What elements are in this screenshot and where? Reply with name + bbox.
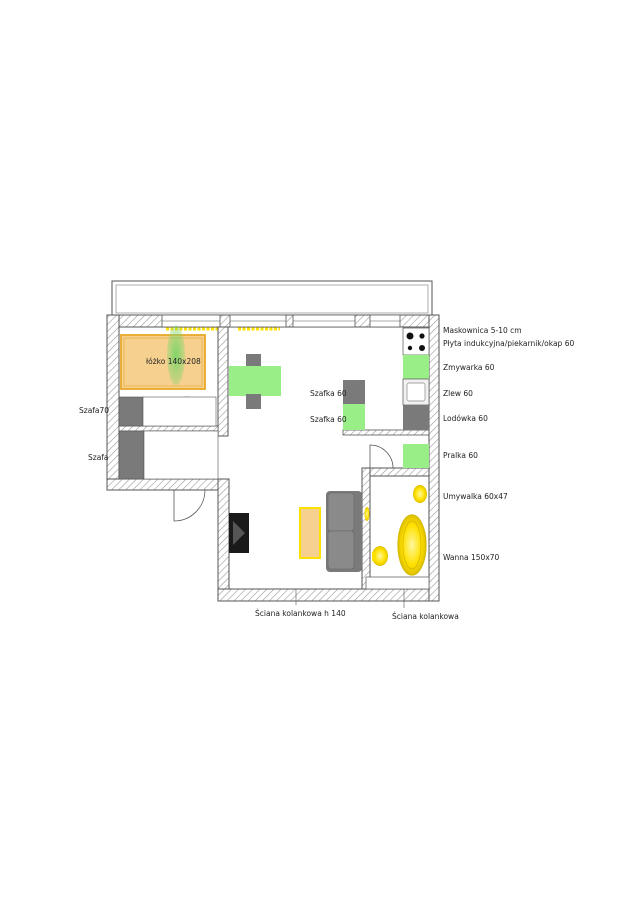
bed: łóżko 140x208 xyxy=(120,325,206,390)
dishwasher-label: Zmywarka 60 xyxy=(443,363,495,372)
top-windows xyxy=(161,314,401,328)
fridge-label: Lodówka 60 xyxy=(443,414,488,423)
cabinet-2-label: Szafka 60 xyxy=(310,415,347,424)
washer-label: Pralka 60 xyxy=(443,451,478,460)
wardrobe-70-label: Szafa70 xyxy=(79,406,109,415)
sink-basin xyxy=(406,382,426,402)
exterior-walls xyxy=(106,314,440,602)
bathroom: Umywalka 60x47 Wanna 150x70 xyxy=(365,485,508,590)
bedroom-wardrobes: Szafa70 Szafa xyxy=(79,396,219,480)
washbasin-label: Umywalka 60x47 xyxy=(443,492,508,501)
burner-icon xyxy=(407,345,413,351)
chair-top xyxy=(246,354,261,368)
burner-icon xyxy=(406,332,414,340)
living-room xyxy=(229,491,370,572)
cabinet-2 xyxy=(343,404,365,430)
washing-machine xyxy=(403,444,429,468)
table xyxy=(229,366,281,396)
toilet-tank xyxy=(372,552,376,561)
balcony xyxy=(111,280,433,316)
burner-icon xyxy=(419,333,425,339)
sofa xyxy=(326,491,362,572)
bathtub xyxy=(397,514,427,576)
coffee-table xyxy=(299,507,321,559)
bathtub-label: Wanna 150x70 xyxy=(443,553,500,562)
fridge xyxy=(403,405,429,430)
kitchen-island: Szafka 60 Szafka 60 xyxy=(310,380,365,430)
cabinet-1-label: Szafka 60 xyxy=(310,389,347,398)
cabinet-1 xyxy=(343,380,365,404)
interior-walls xyxy=(118,326,430,590)
knee-wall-annotations: Ściana kolankowa h 140 Ściana kolankowa xyxy=(255,589,459,621)
washbasin xyxy=(413,485,427,503)
kitchen-appliances: Maskownica 5-10 cm Płyta indukcyjna/piek… xyxy=(402,326,574,468)
sink-label: Zlew 60 xyxy=(443,389,473,398)
lamp-icon xyxy=(364,507,370,521)
fireplace-flame-icon xyxy=(233,521,245,545)
knee-wall-main-label: Ściana kolankowa h 140 xyxy=(255,609,346,618)
hob xyxy=(402,327,430,356)
knee-wall-bath-label: Ściana kolankowa xyxy=(392,612,459,621)
wardrobe-label: Szafa xyxy=(88,453,109,462)
masking-label: Maskownica 5-10 cm xyxy=(443,326,522,335)
bed-label: łóżko 140x208 xyxy=(146,357,201,366)
dishwasher xyxy=(403,355,429,379)
burner-icon xyxy=(419,345,425,351)
chair-bottom xyxy=(246,394,261,409)
radiator-glow xyxy=(167,325,185,385)
hob-label: Płyta indukcyjna/piekarnik/okap 60 xyxy=(443,339,574,348)
knee-wall-shelf xyxy=(365,576,430,590)
dining-table xyxy=(229,354,281,409)
